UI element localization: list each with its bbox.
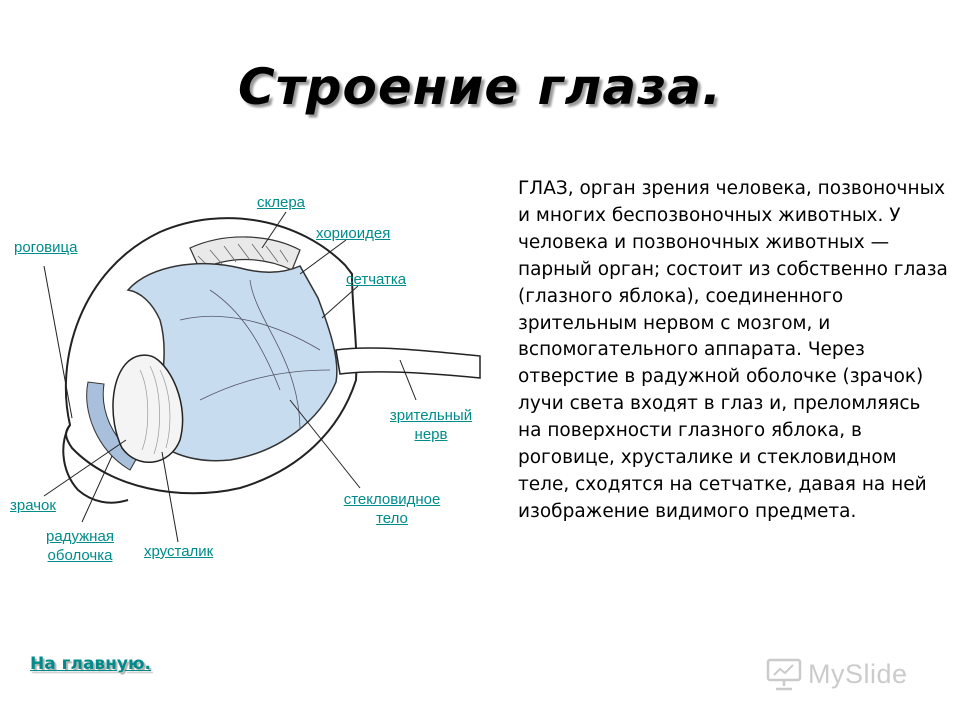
label-choroid[interactable]: хориоидея [316, 225, 391, 242]
eye-diagram [43, 211, 481, 543]
label-optic-nerve[interactable]: зрительный нерв [370, 406, 492, 444]
description-text: ГЛАЗ, орган зрения человека, позвоночных… [518, 178, 948, 522]
page-title: Строение глаза. [238, 58, 722, 116]
label-lens[interactable]: хрусталик [144, 543, 214, 560]
label-vitreous-line-1: стекловидное [343, 491, 441, 508]
presentation-board-icon [766, 658, 802, 691]
label-optic-nerve-line-2: нерв [414, 426, 448, 443]
label-sclera[interactable]: склера [257, 194, 306, 211]
label-iris-line-1: радужная [46, 528, 114, 545]
label-optic-nerve-line-1: зрительный [389, 407, 473, 424]
watermark-text: MySlide [808, 658, 908, 689]
myslide-watermark: MySlide [766, 654, 936, 694]
label-iris[interactable]: радужная оболочка [30, 527, 130, 565]
home-link[interactable]: На главную. [30, 654, 151, 674]
label-pupil[interactable]: зрачок [10, 497, 56, 514]
cornea-shape [62, 424, 129, 504]
label-cornea[interactable]: роговица [14, 239, 78, 256]
label-iris-line-2: оболочка [47, 547, 113, 564]
optic-nerve-shape [335, 347, 481, 379]
label-vitreous-body[interactable]: стекловидное тело [324, 490, 460, 528]
label-vitreous-line-2: тело [376, 510, 408, 527]
label-retina[interactable]: сетчатка [346, 271, 407, 288]
